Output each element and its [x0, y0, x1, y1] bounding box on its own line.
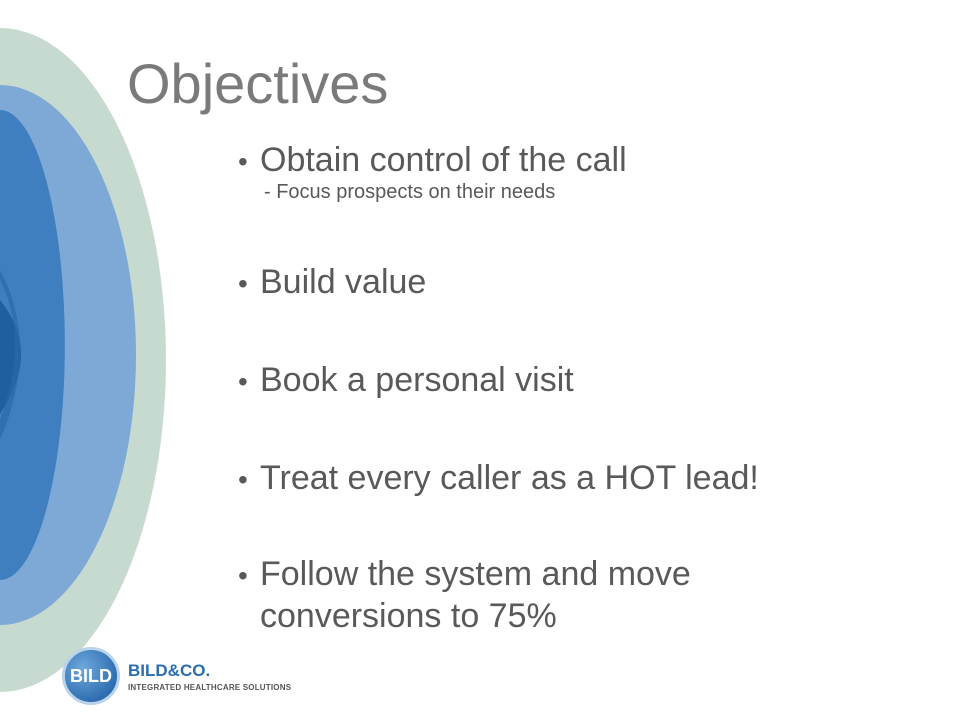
bullet-text: Follow the system and move — [260, 555, 691, 593]
bullet-marker: • — [238, 268, 248, 299]
decorative-arcs — [0, 28, 166, 692]
company-logo: BILD BILD&CO. INTEGRATED HEALTHCARE SOLU… — [62, 647, 291, 707]
bullet-item: • Book a personal visit — [238, 360, 918, 402]
bullet-marker: • — [238, 464, 248, 495]
bullet-item: • Build value — [238, 262, 918, 304]
sub-bullet: - Focus prospects on their needs — [264, 181, 556, 203]
bullet-item: • Treat every caller as a HOT lead! — [238, 458, 918, 500]
bullet-marker: • — [238, 366, 248, 397]
bullet-item: • Obtain control of the call — [238, 140, 918, 180]
logo-brand-name: BILD&CO. — [128, 661, 211, 680]
dark-blue-band — [0, 270, 20, 440]
slide-title: Objectives — [127, 52, 389, 115]
logo-tagline: INTEGRATED HEALTHCARE SOLUTIONS — [128, 683, 292, 692]
mid-blue-arc — [0, 110, 65, 580]
bullet-text: Obtain control of the call — [260, 141, 627, 179]
bullet-text: Build value — [260, 263, 427, 301]
bullet-list: • Obtain control of the call - Focus pros… — [238, 140, 918, 636]
bullet-text: Treat every caller as a HOT lead! — [260, 459, 759, 497]
bullet-item: • Follow the system and move conversions … — [238, 554, 918, 636]
logo-monogram: BILD — [62, 647, 120, 705]
bullet-text: Book a personal visit — [260, 361, 574, 399]
bullet-continuation: conversions to 75% — [260, 597, 557, 635]
bullet-marker: • — [238, 146, 248, 177]
bullet-marker: • — [238, 560, 248, 591]
